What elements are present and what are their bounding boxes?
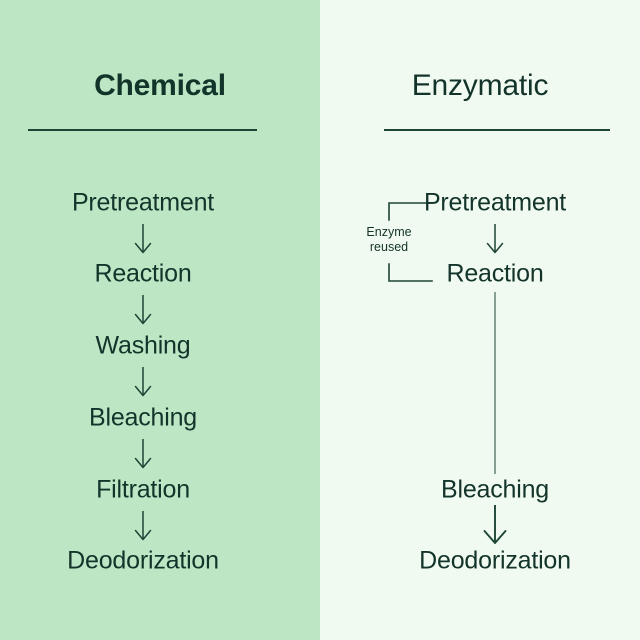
column-chemical: Chemical Pretreatment Reaction Washing [28,69,257,575]
connector-enzymatic-reaction-to-bleaching [494,292,496,474]
arrow-chemical-washing-to-bleaching [132,365,154,398]
arrow-chemical-bleaching-to-filtration [132,437,154,470]
step-chemical-reaction: Reaction [94,259,192,288]
step-chemical-filtration: Filtration [96,475,190,504]
title-underline-chemical [28,129,257,131]
arrow-chemical-pretreatment-to-reaction [132,222,154,255]
step-chemical-washing: Washing [95,331,191,360]
arrow-enzymatic-bleaching-to-deodorization [480,504,510,546]
step-enzymatic-bleaching: Bleaching [440,475,550,504]
arrow-chemical-reaction-to-washing [132,293,154,326]
step-enzymatic-reaction: Reaction [446,259,544,288]
panel-enzymatic-background [320,0,640,640]
panel-title-chemical: Chemical [94,69,226,102]
column-enzymatic: Enzymatic Enzyme reused Pretreatment Rea… [320,0,640,640]
title-underline-enzymatic [384,129,610,131]
arrow-chemical-filtration-to-deodorization [132,509,154,542]
panel-title-enzymatic: Enzymatic [411,69,549,102]
step-chemical-deodorization: Deodorization [67,546,219,575]
step-enzymatic-pretreatment: Pretreatment [423,188,567,217]
step-chemical-pretreatment: Pretreatment [71,188,215,217]
enzyme-reuse-loop [364,196,434,288]
arrow-enzymatic-pretreatment-to-reaction [484,222,506,255]
step-enzymatic-deodorization: Deodorization [419,546,571,575]
panel-chemical-background [0,0,320,640]
enzyme-reuse-label: Enzyme reused [366,224,412,254]
step-chemical-bleaching: Bleaching [88,403,198,432]
